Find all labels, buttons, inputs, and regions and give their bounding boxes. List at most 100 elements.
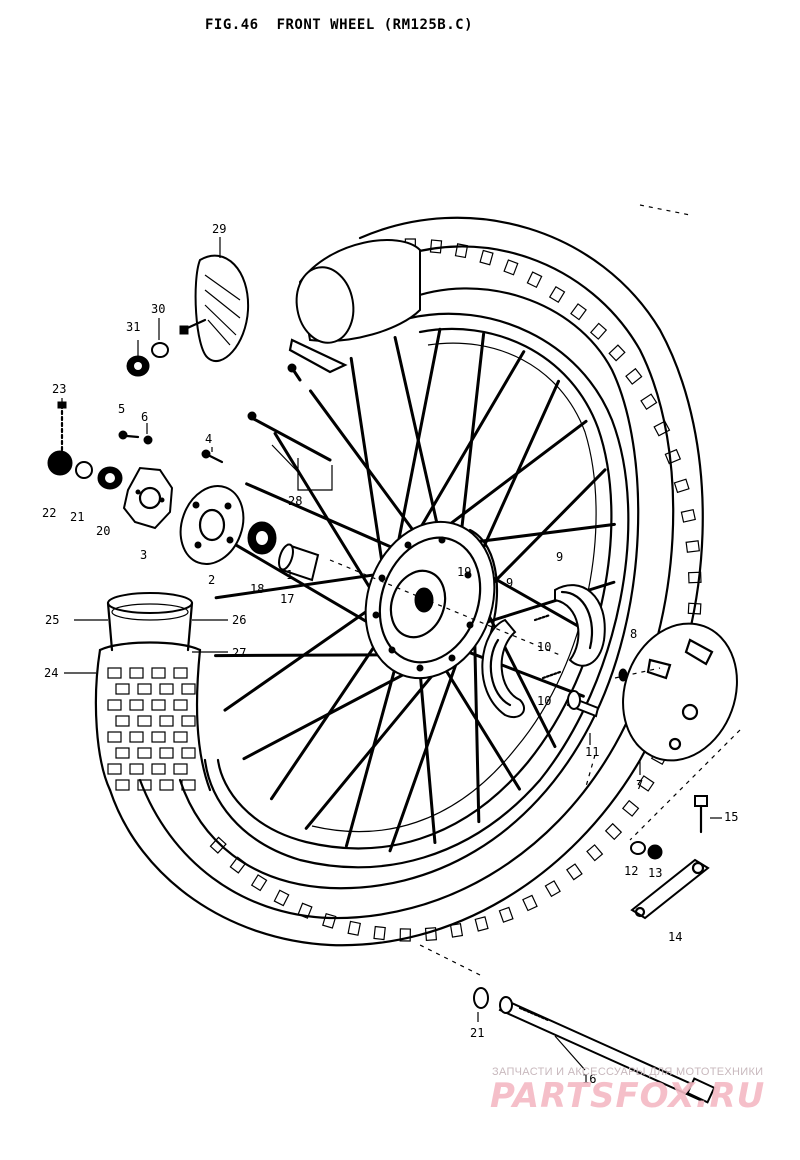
tire-knob bbox=[322, 912, 337, 929]
tire-knob bbox=[107, 699, 122, 711]
watermark-domain: .RU bbox=[695, 1076, 766, 1116]
leader-lines bbox=[61, 237, 722, 1071]
callout-19: 19 bbox=[457, 565, 472, 579]
tire-knob bbox=[107, 763, 122, 775]
tube-cutaway-top bbox=[288, 239, 421, 374]
washer-12 bbox=[630, 841, 646, 855]
callout-4: 4 bbox=[205, 432, 213, 446]
nut-31 bbox=[126, 355, 150, 377]
tire-knob bbox=[151, 763, 166, 775]
callout-15: 15 bbox=[724, 810, 739, 824]
tire-knob bbox=[548, 285, 566, 304]
callout-31: 31 bbox=[126, 320, 141, 334]
tire-knob bbox=[544, 880, 561, 898]
tire-knob bbox=[399, 928, 411, 942]
tire-knob bbox=[159, 747, 174, 759]
tire-knob bbox=[129, 731, 144, 743]
figure-number: FIG.46 bbox=[205, 17, 259, 33]
tire-knob bbox=[570, 303, 587, 321]
tire-knob bbox=[181, 683, 196, 695]
spoke bbox=[407, 350, 526, 549]
tire-knob bbox=[673, 478, 690, 494]
tire-knob bbox=[129, 763, 144, 775]
tire-knob bbox=[107, 731, 122, 743]
tire-knob bbox=[250, 874, 268, 892]
callout-24: 24 bbox=[44, 666, 59, 680]
tire-knob bbox=[503, 259, 519, 276]
callout-8: 8 bbox=[630, 627, 638, 641]
tire-knob bbox=[589, 322, 608, 340]
callout-14: 14 bbox=[668, 930, 683, 944]
brake-shoe-9b bbox=[481, 618, 525, 719]
tire-knob bbox=[137, 779, 152, 791]
watermark-logo: PARTSFOX.RU bbox=[490, 1076, 765, 1116]
spoke bbox=[427, 419, 588, 542]
tire-knob bbox=[181, 715, 196, 727]
tire-knob bbox=[637, 775, 655, 792]
spoke bbox=[437, 657, 521, 791]
callout-27: 27 bbox=[232, 646, 247, 660]
bearing-18 bbox=[247, 521, 277, 555]
tire-knob bbox=[474, 916, 489, 932]
watermark-brand: PARTSFOX bbox=[490, 1076, 696, 1116]
nut-13 bbox=[647, 844, 663, 860]
tire-knob bbox=[151, 699, 166, 711]
bolt-15 bbox=[694, 795, 708, 834]
tire-knob bbox=[297, 902, 313, 919]
callout-21b: 21 bbox=[470, 1026, 485, 1040]
callout-2: 2 bbox=[208, 573, 216, 587]
callout-25: 25 bbox=[45, 613, 60, 627]
tire-knob bbox=[479, 249, 494, 266]
tire-knob bbox=[115, 779, 130, 791]
tire-knob bbox=[159, 779, 174, 791]
tire-knob bbox=[687, 602, 702, 615]
tire-knob bbox=[621, 799, 640, 817]
callout-29: 29 bbox=[212, 222, 227, 236]
washer-21a bbox=[75, 461, 93, 479]
callout-10a: 10 bbox=[537, 640, 552, 654]
spoke bbox=[245, 482, 405, 554]
tire-knob bbox=[688, 571, 702, 584]
tire-knob bbox=[137, 715, 152, 727]
callout-21a: 21 bbox=[70, 510, 85, 524]
tire-knob bbox=[173, 667, 188, 679]
screw-6 bbox=[143, 435, 153, 445]
tire-knob bbox=[640, 393, 658, 410]
spoke bbox=[304, 651, 453, 830]
screw-4 bbox=[201, 449, 224, 464]
nut-22 bbox=[47, 450, 73, 476]
figure-caption: FRONT WHEEL (RM125B.C) bbox=[276, 17, 474, 33]
callout-28: 28 bbox=[288, 494, 303, 508]
spoke-nipple-28 bbox=[247, 363, 332, 462]
tire-knob bbox=[680, 508, 696, 523]
callout-3: 3 bbox=[140, 548, 148, 562]
spokes-28 bbox=[214, 327, 616, 853]
hub-1 bbox=[364, 520, 499, 680]
tire-knob bbox=[526, 271, 543, 289]
speedo-gear-29 bbox=[179, 254, 250, 362]
callout-18: 18 bbox=[250, 582, 265, 596]
tire-knob bbox=[129, 667, 144, 679]
callout-9a: 9 bbox=[556, 550, 564, 564]
tire-knob bbox=[347, 920, 362, 936]
callout-16: 16 bbox=[582, 1072, 597, 1086]
cam-11 bbox=[566, 690, 600, 718]
washer-21b bbox=[473, 987, 489, 1009]
spoke bbox=[242, 658, 433, 761]
callout-7: 7 bbox=[636, 778, 644, 792]
callout-26: 26 bbox=[232, 613, 247, 627]
callout-1: 1 bbox=[286, 568, 294, 582]
rim-band-tube-25-26-27 bbox=[106, 592, 194, 652]
tire-knob bbox=[209, 836, 227, 854]
callout-20: 20 bbox=[96, 524, 111, 538]
tire-knob bbox=[159, 715, 174, 727]
tire-knob bbox=[115, 683, 130, 695]
spoke bbox=[455, 646, 585, 698]
axle-16 bbox=[498, 996, 716, 1104]
tire-knob bbox=[129, 699, 144, 711]
washer-30 bbox=[151, 342, 169, 358]
callout-13: 13 bbox=[648, 866, 663, 880]
tire-knob bbox=[115, 747, 130, 759]
tire-knob bbox=[173, 699, 188, 711]
